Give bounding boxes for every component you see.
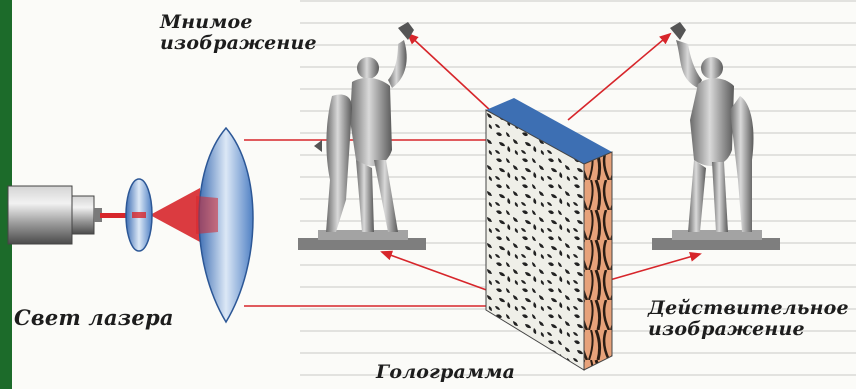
real-image-label-line1: Действительное bbox=[648, 298, 849, 319]
real-image-label-line2: изображение bbox=[648, 319, 849, 340]
laser-light-label: Свет лазера bbox=[14, 307, 174, 328]
real-image-label: Действительное изображение bbox=[648, 298, 849, 340]
laser-source bbox=[8, 186, 102, 244]
ray-virtual-bottom bbox=[382, 252, 492, 292]
hologram-label: Голограмма bbox=[376, 362, 515, 383]
hologram-plate bbox=[486, 98, 612, 370]
virtual-image-statue bbox=[298, 22, 426, 250]
ray-virtual-top bbox=[408, 34, 492, 112]
virtual-image-label-line2: изображение bbox=[160, 33, 317, 54]
real-image-statue bbox=[652, 22, 780, 250]
ray-real-top bbox=[568, 34, 670, 120]
virtual-image-label-line1: Мнимое bbox=[160, 12, 317, 33]
virtual-image-label: Мнимое изображение bbox=[160, 12, 317, 54]
